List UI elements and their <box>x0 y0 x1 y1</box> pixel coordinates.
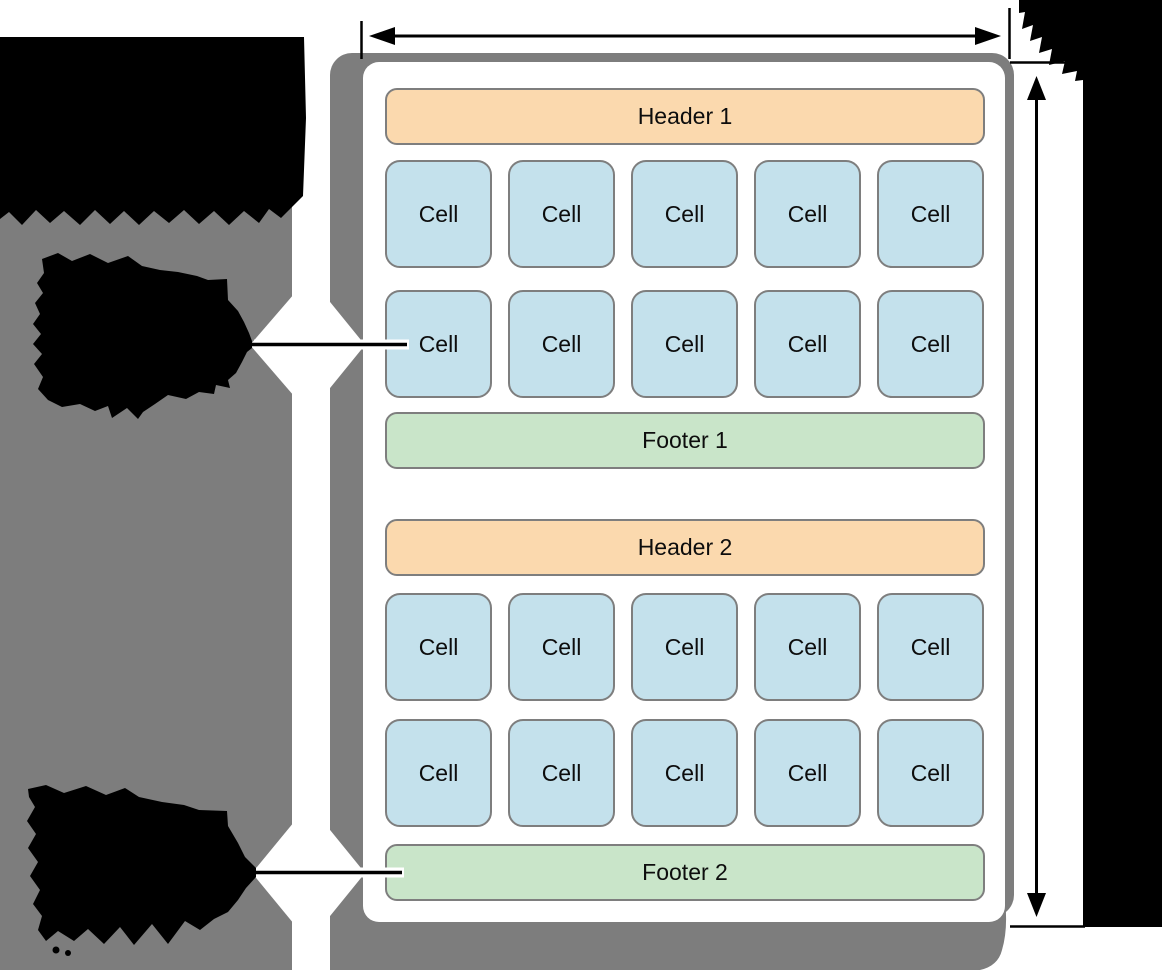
grid-cell: Cell <box>631 160 738 268</box>
section-footer-bar: Footer 2 <box>385 844 985 901</box>
grid-cell: Cell <box>631 719 738 827</box>
grid-cell: Cell <box>508 593 615 701</box>
redacted-annotation-bottom-left <box>27 785 256 945</box>
grid-cell: Cell <box>631 290 738 398</box>
section-header-bar: Header 2 <box>385 519 985 576</box>
cell-row: Cell Cell Cell Cell Cell <box>385 719 984 827</box>
redacted-annotation-mid-left <box>33 253 252 419</box>
grid-cell: Cell <box>508 719 615 827</box>
section-header-bar: Header 1 <box>385 88 985 145</box>
grid-cell: Cell <box>385 719 492 827</box>
redacted-dot <box>65 950 71 956</box>
arrowhead-down-icon <box>1027 893 1046 917</box>
cell-row: Cell Cell Cell Cell Cell <box>385 593 984 701</box>
grid-cell: Cell <box>385 290 492 398</box>
grid-cell: Cell <box>877 160 984 268</box>
grid-cell: Cell <box>754 593 861 701</box>
grid-cell: Cell <box>877 719 984 827</box>
grid-cell: Cell <box>385 593 492 701</box>
cell-row: Cell Cell Cell Cell Cell <box>385 160 984 268</box>
redacted-dot <box>133 407 139 413</box>
grid-cell: Cell <box>631 593 738 701</box>
grid-cell: Cell <box>508 290 615 398</box>
grid-cell: Cell <box>754 719 861 827</box>
cell-row: Cell Cell Cell Cell Cell <box>385 290 984 398</box>
arrowhead-left-icon <box>369 27 395 45</box>
redacted-annotation-top-left <box>0 37 306 225</box>
grid-cell: Cell <box>754 290 861 398</box>
grid-cell: Cell <box>508 160 615 268</box>
grid-cell: Cell <box>877 593 984 701</box>
grid-cell: Cell <box>877 290 984 398</box>
grid-cell: Cell <box>385 160 492 268</box>
grid-cell: Cell <box>754 160 861 268</box>
collection-view-content: Header 1 Cell Cell Cell Cell Cell Cell C… <box>363 62 1005 922</box>
redacted-annotation-top-right <box>1019 0 1162 927</box>
arrowhead-right-icon <box>975 27 1001 45</box>
redacted-dot <box>52 946 60 954</box>
redacted-dot <box>116 404 124 412</box>
arrowhead-up-icon <box>1027 76 1046 100</box>
section-footer-bar: Footer 1 <box>385 412 985 469</box>
